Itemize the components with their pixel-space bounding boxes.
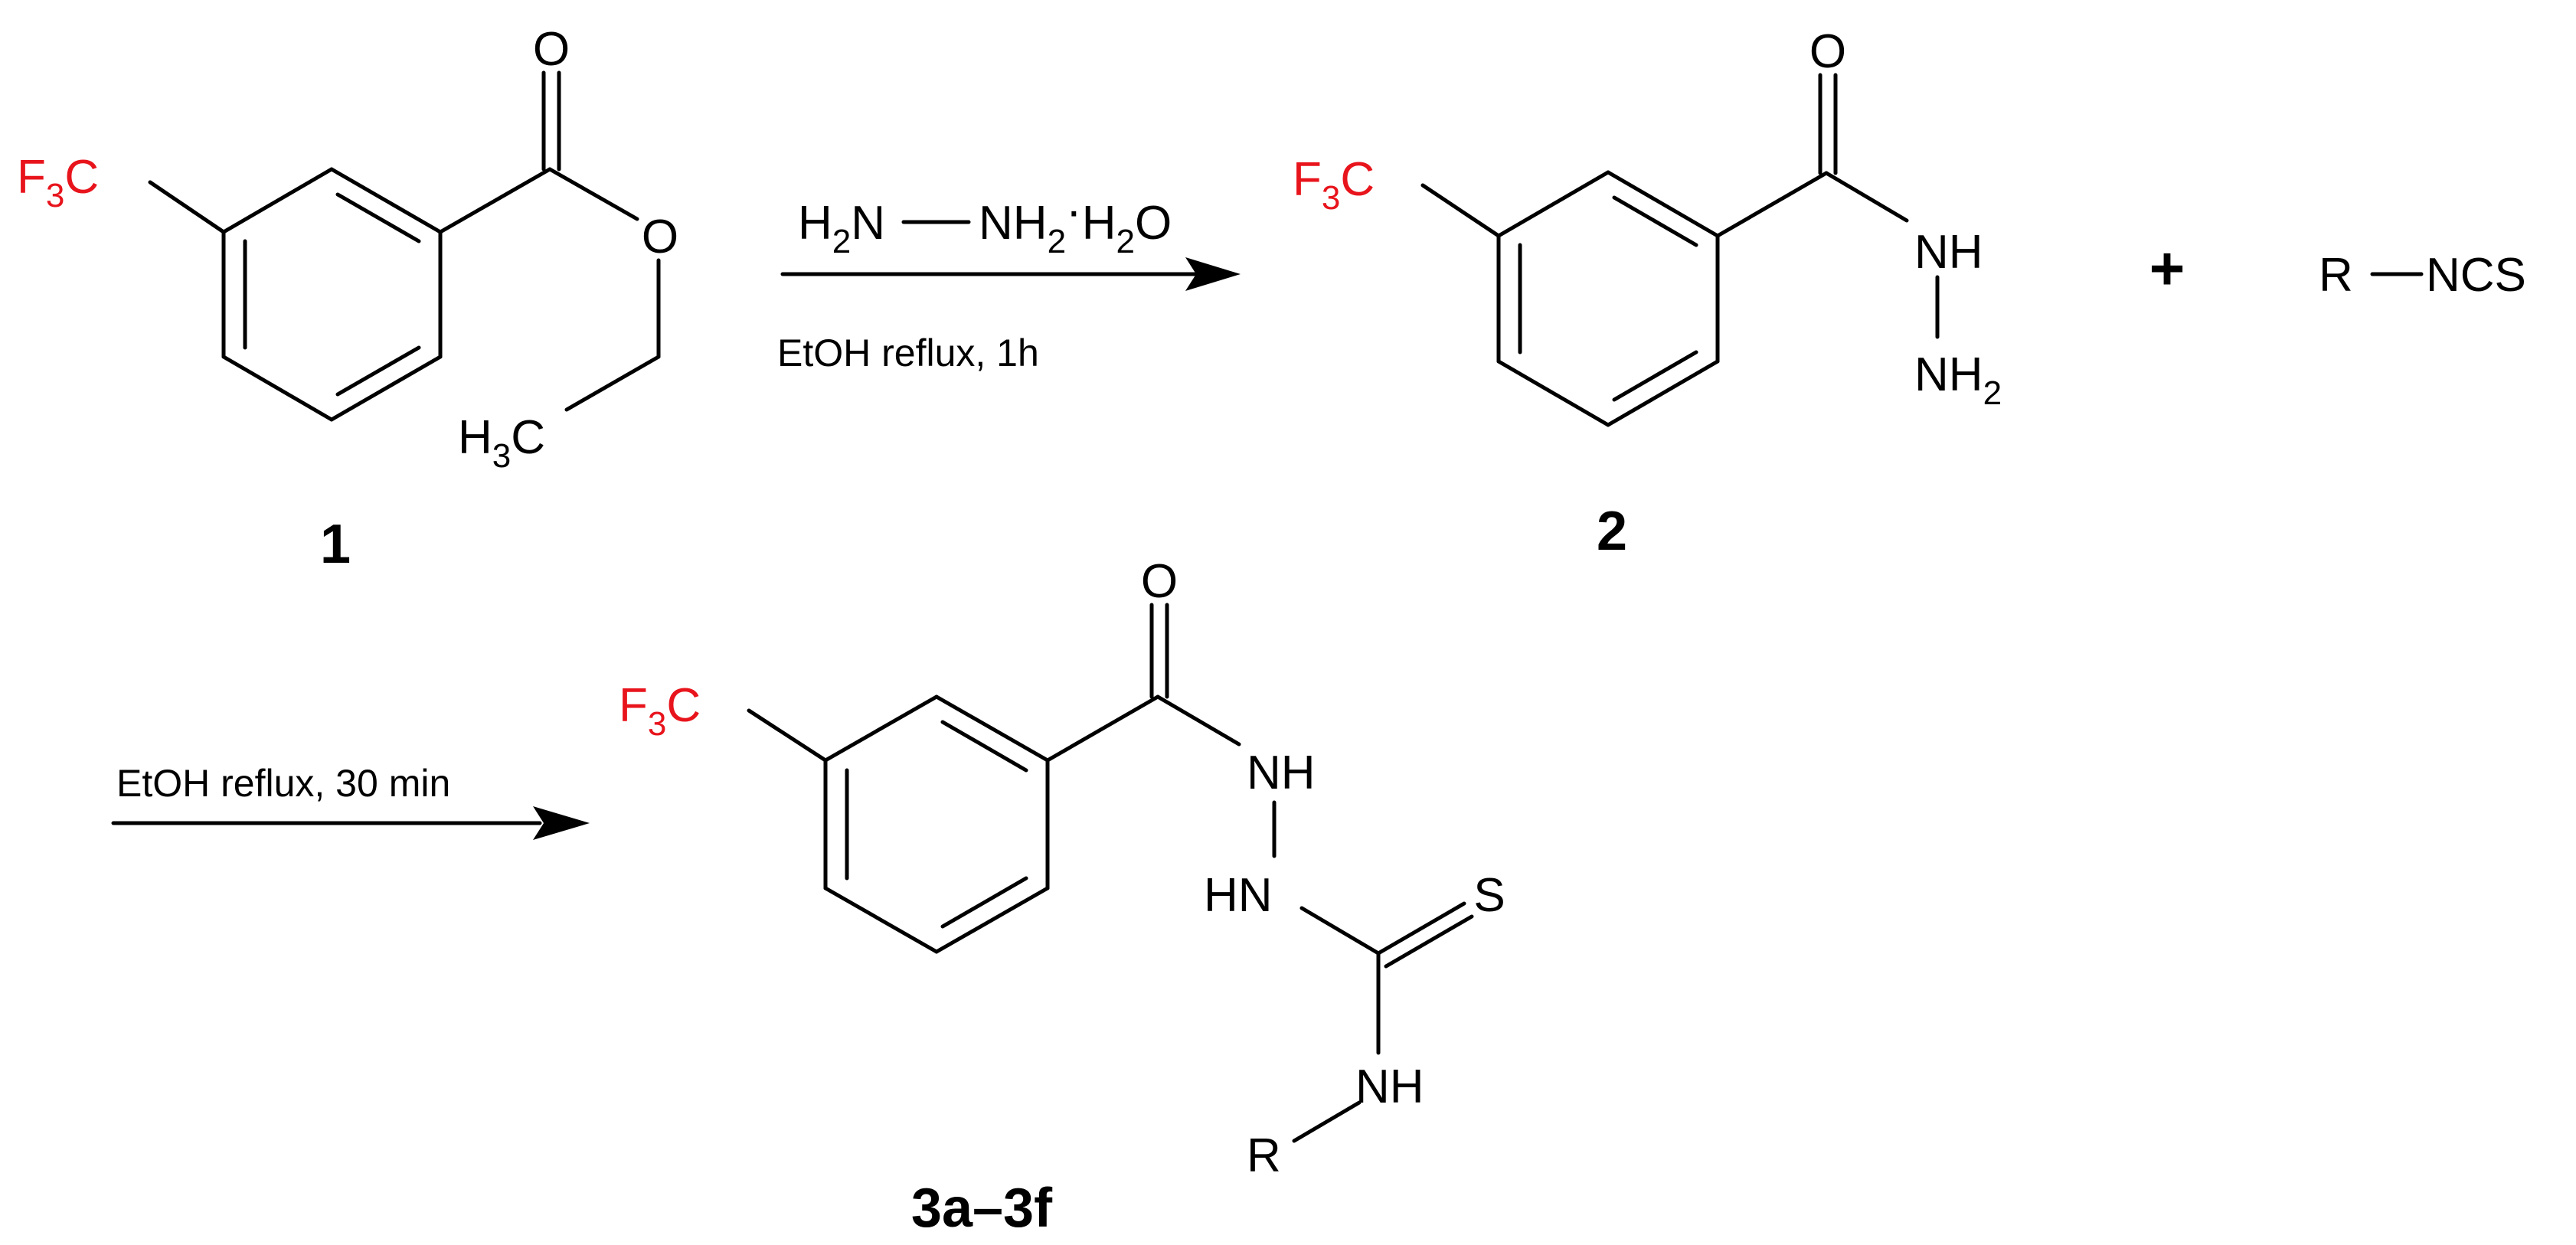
carbonyl-oxygen-3: O <box>1141 555 1178 608</box>
step-1-conditions: EtOH reflux, 1h <box>777 332 1039 374</box>
ch2-ch3-bond <box>564 355 661 412</box>
product-ring <box>823 694 1050 954</box>
cf3-group-3: F3C <box>619 679 701 743</box>
compound-2-label: 2 <box>1597 501 1627 562</box>
carbonyl-bond-3 <box>1045 694 1160 763</box>
carbonyl-bond-1 <box>438 167 552 234</box>
cs-double-bond-a <box>1376 901 1466 956</box>
hn-c-bond <box>1299 906 1381 956</box>
carbonyl-oxygen-2: O <box>1809 25 1846 78</box>
hydrazine-nh2: NH2·H2O <box>979 185 1172 260</box>
ester-o-bond <box>548 167 639 221</box>
product-nh-bottom: NH <box>1355 1060 1424 1113</box>
hydrazide-nh2: NH2 <box>1914 348 2002 412</box>
product-nh-top: NH <box>1247 747 1316 799</box>
cs-double-bond-b <box>1384 914 1474 969</box>
arrow-head-1 <box>1185 257 1241 291</box>
compound-1-ring <box>221 167 443 422</box>
arrow-head-2 <box>533 806 590 840</box>
carbonyl-oxygen: O <box>533 23 570 76</box>
cf3-bond-2 <box>1420 183 1501 238</box>
isothiocyanate-r: R <box>2319 249 2353 302</box>
compound-1-label: 1 <box>320 514 351 575</box>
compound-2-structure: F3C O NH NH2 2 <box>1293 25 2002 562</box>
cf3-bond-3 <box>747 708 828 763</box>
cf3-bond <box>148 180 226 234</box>
methyl-group: H3C <box>458 411 545 475</box>
carbonyl-bond-2 <box>1715 171 1829 238</box>
product-label: 3a–3f <box>911 1178 1053 1239</box>
ester-oxygen: O <box>642 211 678 263</box>
product-hn: HN <box>1204 869 1273 922</box>
step-2: EtOH reflux, 30 min <box>111 762 590 840</box>
product-r: R <box>1247 1129 1281 1182</box>
hydrazide-nh: NH <box>1914 226 1983 279</box>
c-nh-bond <box>1824 171 1909 223</box>
isothiocyanate: R NCS <box>2319 249 2526 302</box>
product-structure: F3C O NH HN S NH R 3a–3f <box>619 555 1505 1239</box>
c-nh-bond-3 <box>1156 694 1241 747</box>
step-1: H2N NH2·H2O EtOH reflux, 1h <box>777 185 1241 374</box>
product-sulfur: S <box>1473 869 1505 922</box>
cf3-group-2: F3C <box>1293 153 1375 217</box>
cf3-group: F3C <box>17 151 99 214</box>
isothiocyanate-ncs: NCS <box>2426 249 2526 302</box>
nh-r-bond <box>1292 1100 1362 1143</box>
step-2-conditions: EtOH reflux, 30 min <box>116 762 450 805</box>
hydrazine-hydrate-reagent: H2N <box>798 197 885 260</box>
compound-1-structure: F3C O O H3C 1 <box>17 23 678 575</box>
plus-sign: + <box>2149 234 2185 302</box>
compound-2-ring <box>1496 170 1720 427</box>
